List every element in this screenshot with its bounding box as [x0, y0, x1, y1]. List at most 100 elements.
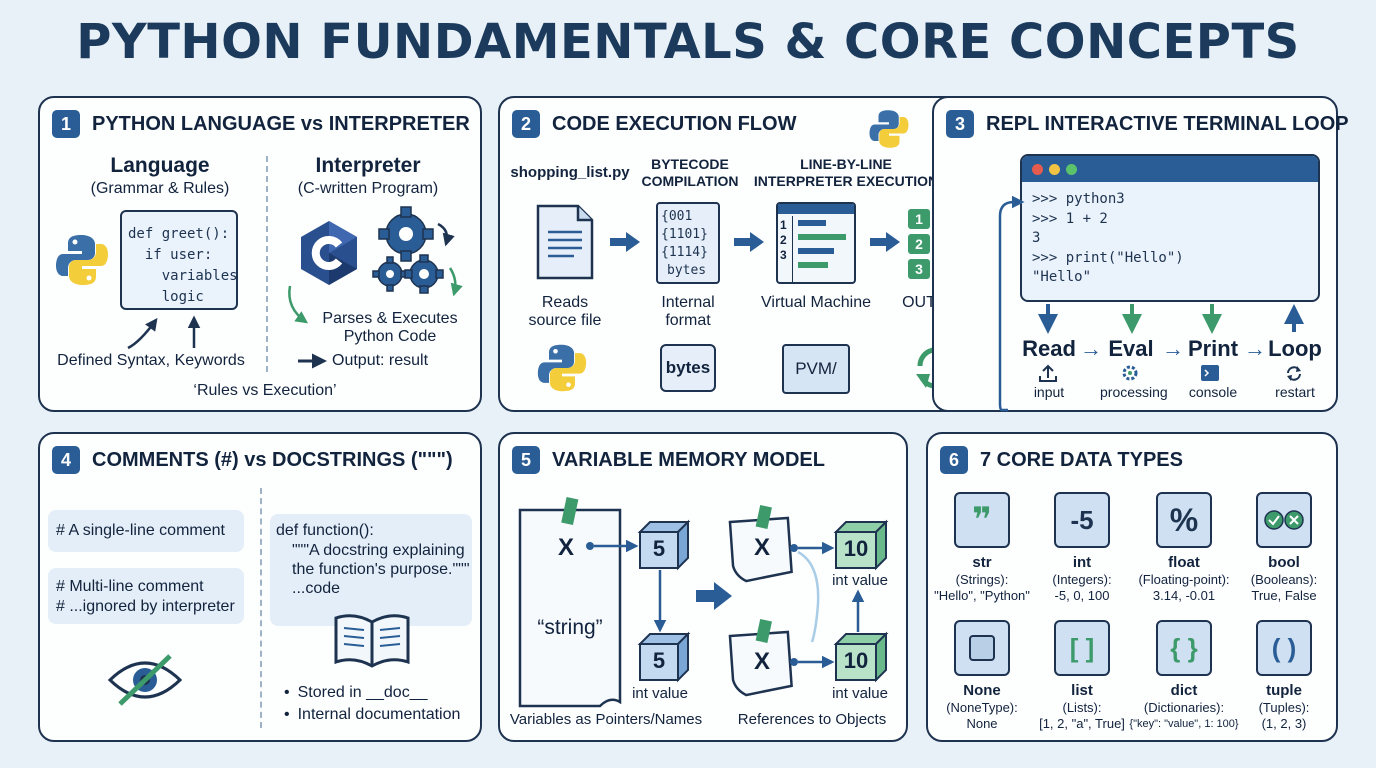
panel-header: 3 REPL INTERACTIVE TERMINAL LOOP [946, 110, 1349, 138]
step-read: Read [1022, 336, 1076, 361]
bytecode-box: {001 {1101} {1114} bytes [656, 202, 720, 284]
step-eval: Eval [1108, 336, 1154, 361]
terminal-window: >>> python3 >>> 1 + 2 3 >>> print("Hello… [1020, 154, 1320, 302]
step-arrow: → [1080, 336, 1102, 361]
heading-line: LINE-BY-LINE [800, 156, 892, 172]
check-cross-icon [1264, 510, 1304, 530]
line-numbers: 1 2 3 [780, 218, 787, 263]
bytes-label: bytes [665, 358, 711, 377]
code-bar [798, 248, 834, 254]
terminal-line: >>> python3 [1032, 191, 1125, 207]
type-sub-line: [1, 2, "a", True] [1039, 716, 1125, 731]
quote-icon: ❞ [972, 501, 992, 539]
minimize-dot-icon[interactable] [1049, 163, 1060, 175]
defined-syntax-label: Defined Syntax, Keywords [57, 352, 245, 369]
heading-line: COMPILATION [641, 173, 739, 189]
int-value-label: int value [832, 685, 888, 702]
console-icon [1201, 365, 1219, 381]
code-line: if user: [128, 247, 213, 263]
code-line: logic [128, 289, 204, 305]
variable-x: X [753, 648, 770, 675]
gears-icon [372, 206, 463, 297]
type-name: bool [1268, 554, 1300, 571]
type-description: (NoneType):None [922, 700, 1042, 732]
output-number: 1 [908, 208, 930, 229]
terminal-line: >>> 1 + 2 [1032, 210, 1108, 227]
python-logo-icon [869, 110, 909, 148]
type-name: float [1168, 554, 1200, 571]
document-icon [536, 204, 594, 280]
spacer [1244, 384, 1264, 400]
panel-number: 1 [52, 110, 80, 138]
terminal-titlebar [1022, 156, 1318, 182]
internal-format-label: Internal format [628, 294, 748, 330]
reads-source-label: Reads source file [504, 294, 626, 330]
type-description: (Booleans):True, False [1224, 572, 1344, 604]
panel-number: 4 [52, 446, 80, 474]
panel-title: VARIABLE MEMORY MODEL [552, 448, 825, 471]
interpreter-heading: Interpreter [315, 154, 421, 177]
interpreter-subheading: (C-written Program) [297, 180, 439, 197]
panel-header: 5 VARIABLE MEMORY MODEL [512, 446, 825, 474]
panel-title: REPL INTERACTIVE TERMINAL LOOP [986, 112, 1349, 135]
code-line: def greet(): [128, 226, 230, 242]
panel-number: 2 [512, 110, 540, 138]
docstring-bullet: Internal documentation [284, 706, 461, 724]
hidden-eye-icon [107, 654, 183, 706]
spacer [1080, 384, 1100, 400]
panel-title: CODE EXECUTION FLOW [552, 112, 797, 135]
caption-right: References to Objects [737, 711, 887, 728]
bytecode-line: {1101} [661, 227, 708, 242]
maximize-dot-icon[interactable] [1066, 163, 1077, 175]
brackets-icon: [ ] [1069, 632, 1095, 663]
flow-arrow-icon [870, 232, 900, 252]
python-logo-icon [56, 235, 108, 285]
line-number: 2 [780, 233, 787, 247]
type-name: tuple [1266, 682, 1302, 699]
type-sub-line: True, False [1251, 588, 1317, 603]
memory-diagram [518, 497, 889, 708]
panel-header: 6 7 CORE DATA TYPES [940, 446, 1183, 474]
type-sub-line: (1, 2, 3) [1261, 716, 1307, 731]
variable-x: X [557, 534, 574, 561]
syntax-arrows-icon [127, 315, 201, 350]
rules-vs-execution-caption: ‘Rules vs Execution’ [193, 382, 337, 399]
bytecode-line: bytes [667, 263, 707, 278]
output-arrow-icon [298, 353, 327, 369]
panel-title: PYTHON LANGUAGE vs INTERPRETER [92, 112, 470, 135]
terminal-output: >>> python3 >>> 1 + 2 3 >>> print("Hello… [1022, 182, 1318, 288]
minus-five-icon: -5 [1070, 504, 1094, 535]
none-type-icon [954, 620, 1010, 676]
repl-step-arrows [1038, 304, 1304, 334]
cube-10-top [833, 519, 889, 571]
repl-step-subs: input processing console restart [1018, 384, 1326, 400]
parse-arrow-icon [288, 285, 309, 324]
str-type-icon: ❞ [954, 492, 1010, 548]
terminal-line: >>> print("Hello") [1032, 249, 1184, 266]
multi-line-comment-box [48, 568, 244, 624]
pvm-badge: PVM/ [782, 344, 850, 394]
processing-icon [1122, 365, 1138, 381]
type-sub-line: (Tuples): [1258, 700, 1310, 715]
cube-5-bottom [637, 631, 691, 683]
close-dot-icon[interactable] [1032, 163, 1043, 175]
panel-core-data-types: 6 7 CORE DATA TYPES ❞ -5 % str int float… [926, 432, 1338, 742]
panel-header: 1 PYTHON LANGUAGE vs INTERPRETER [52, 110, 470, 138]
virtual-machine-label: Virtual Machine [761, 294, 871, 311]
divider [266, 156, 268, 372]
restart-icon [1287, 366, 1301, 381]
type-sub-line: "Hello", "Python" [934, 588, 1030, 603]
value-five: 5 [652, 536, 666, 561]
spacer [1162, 384, 1182, 400]
code-bar [798, 220, 826, 226]
step-sub: console [1188, 384, 1238, 400]
type-sub-line: (Booleans): [1250, 572, 1318, 587]
step-sub: input [1033, 384, 1065, 400]
type-description: (Tuples):(1, 2, 3) [1224, 700, 1344, 732]
pvm-label: PVM/ [795, 359, 837, 378]
language-subheading: (Grammar & Rules) [90, 180, 230, 197]
docstring-box [270, 514, 472, 626]
type-sub-line: (Integers): [1052, 572, 1112, 587]
string-value: “string” [537, 616, 603, 639]
float-type-icon: % [1156, 492, 1212, 548]
